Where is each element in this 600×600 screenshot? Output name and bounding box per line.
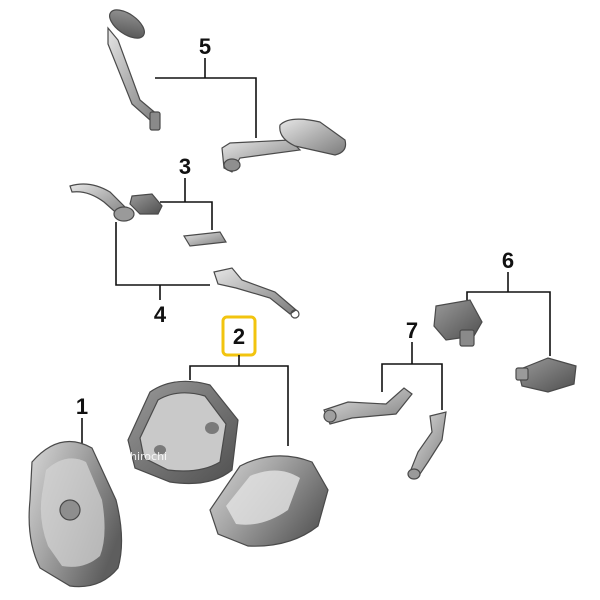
lever-right-part [213,267,300,319]
callout-5-leader [155,58,257,138]
mirror-left-part [107,9,161,131]
watermark: hirochi [130,450,167,463]
footrest-lower-part [515,357,577,393]
callout-3: 3 [179,154,191,179]
callout-1: 1 [76,394,88,419]
callout-6-leader [466,272,551,356]
callout-2: 2 [233,324,245,349]
valve-cover-open-part: hirochi [127,380,239,485]
footrest-upper-part [433,299,483,347]
callout-7-leader [381,342,443,410]
valve-cover-closed-part [209,455,329,547]
callout-7: 7 [406,318,418,343]
callout-5: 5 [199,34,211,59]
callout-6: 6 [502,248,514,273]
callout-2-leader [189,355,289,446]
shift-lever-part [323,387,413,425]
side-cover-part [28,440,123,588]
reservoir-cap-part [183,231,227,247]
lever-left-part [69,183,135,222]
brake-lever-part [407,411,447,480]
reservoir-part [129,193,163,215]
callout-4: 4 [154,302,167,327]
mirror-right-part [221,118,347,173]
callout-3-leader [160,178,213,230]
callout-4-leader [115,222,210,300]
